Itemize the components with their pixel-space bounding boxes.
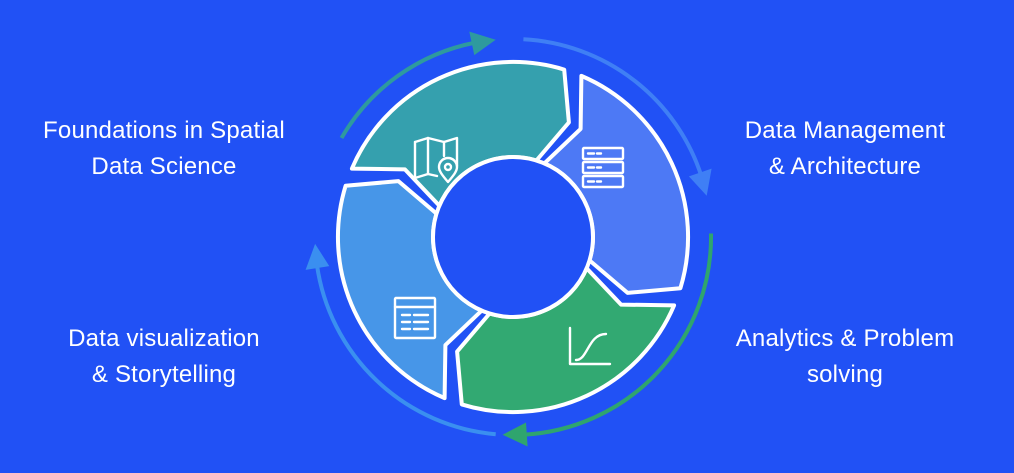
- label-line: & Storytelling: [91, 361, 237, 388]
- growth-curve-icon: [568, 326, 612, 366]
- map-pin-icon: [413, 136, 459, 184]
- arrow-top: [339, 31, 496, 140]
- label-line: Data Science: [91, 153, 237, 180]
- label-line: Foundations in Spatial: [43, 117, 285, 144]
- cycle-segments: [335, 59, 691, 415]
- center-hole: [431, 155, 595, 319]
- label-line: & Architecture: [768, 153, 922, 180]
- label-line: Data visualization: [68, 325, 260, 352]
- arrow-left: [305, 243, 496, 437]
- label-data-management-architecture: Data Management & Architecture: [695, 113, 995, 185]
- table-icon: [393, 296, 437, 340]
- label-line: Data Management: [744, 117, 946, 144]
- server-icon: [581, 146, 625, 189]
- label-foundations-spatial-data-science: Foundations in Spatial Data Science: [14, 113, 314, 185]
- label-line: solving: [806, 361, 884, 388]
- label-line: Analytics & Problem: [735, 325, 955, 352]
- arrow-right: [523, 37, 712, 196]
- outer-arrows: [305, 31, 714, 447]
- label-analytics-problem-solving: Analytics & Problem solving: [695, 321, 995, 393]
- arrow-bottom: [502, 233, 714, 447]
- label-data-visualization-storytelling: Data visualization & Storytelling: [14, 321, 314, 393]
